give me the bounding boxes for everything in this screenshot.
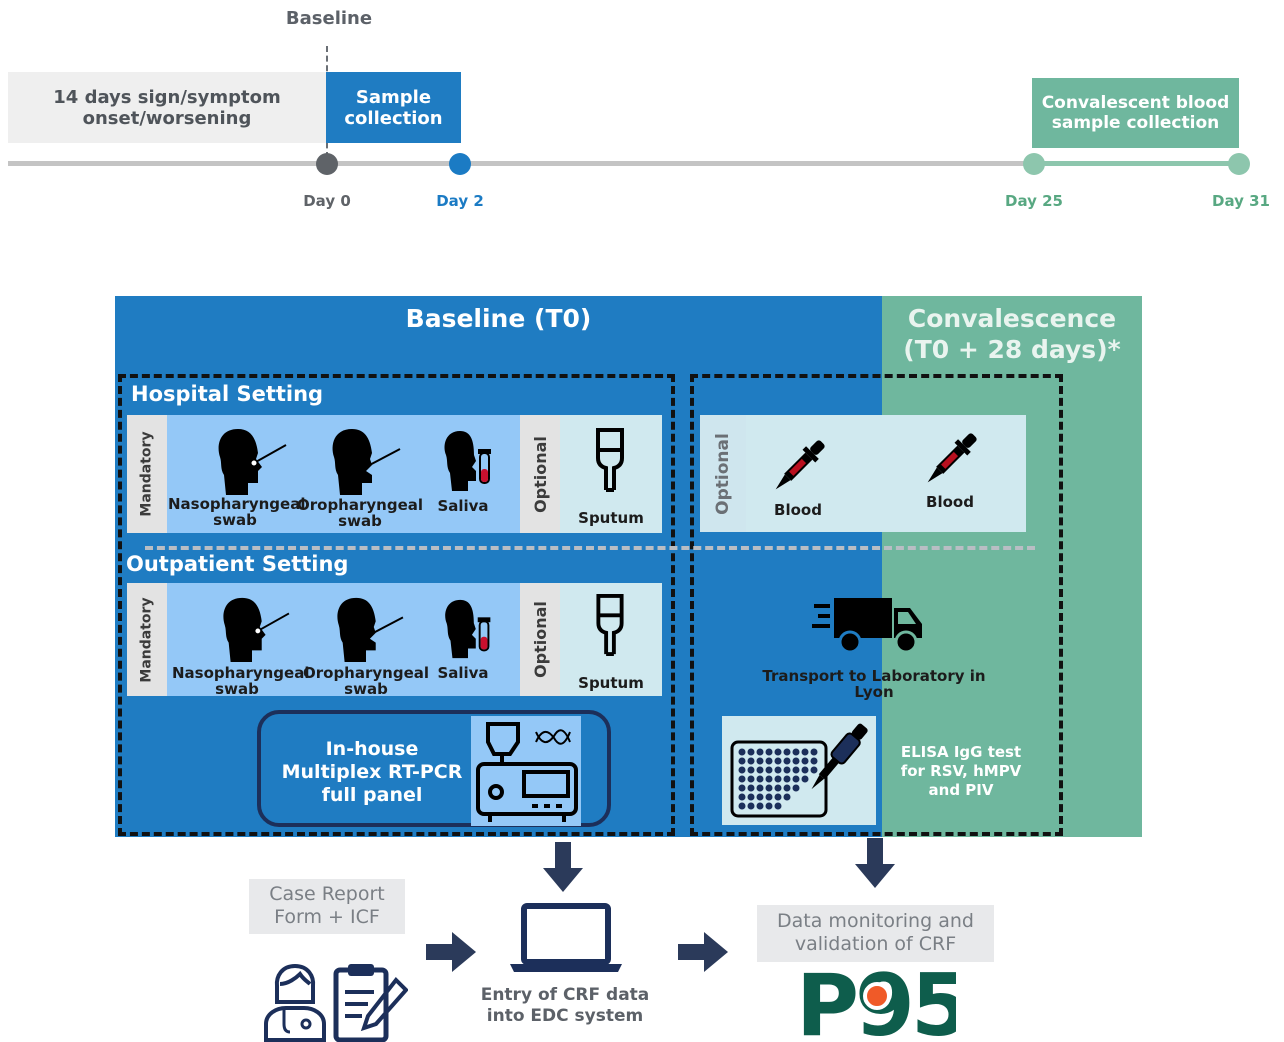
day31-label: Day 31 (1212, 192, 1270, 210)
convalescence-panel (882, 296, 1142, 837)
day0-dot (316, 153, 338, 175)
outpatient-sputum-label: Sputum (578, 674, 644, 692)
day31-dot (1228, 153, 1250, 175)
day2-dot (449, 153, 471, 175)
arrow-right-icon (426, 932, 476, 972)
outpatient-optional-box (560, 583, 662, 696)
elisa-label: ELISA IgG test for RSV, hMPV and PIV (900, 743, 1022, 799)
timeline-axis-green (1034, 161, 1240, 166)
convalescent-box: Convalescent blood sample collection (1032, 78, 1239, 148)
hospital-mandatory-tag: Mandatory (127, 415, 167, 533)
sample-collection-text: Sample collection (344, 86, 443, 129)
saliva-icon (445, 599, 491, 659)
arrow-right-icon (678, 932, 728, 972)
day25-label: Day 25 (1005, 192, 1063, 210)
hospital-oropharyngeal-label: Oropharyngeal swab (296, 496, 424, 530)
onset-text: 14 days sign/symptom onset/worsening (53, 86, 281, 129)
laptop-icon (510, 903, 622, 972)
setting-separator (145, 546, 1035, 550)
convalescence-title: Convalescence (T0 + 28 days)* (903, 304, 1121, 364)
oropharyngeal-swab-icon (337, 597, 404, 663)
hospital-sputum-label: Sputum (578, 509, 644, 527)
saliva-icon (444, 431, 491, 491)
day0-label: Day 0 (303, 192, 351, 210)
sputum-crutch-icon (596, 594, 624, 656)
blood-label-convalescence: Blood (926, 493, 974, 511)
arrow-down-icon (855, 838, 895, 888)
p95-logo: P95 (796, 962, 956, 1042)
data-monitoring-box: Data monitoring and validation of CRF (757, 905, 994, 962)
onset-box: 14 days sign/symptom onset/worsening (8, 72, 326, 143)
doctor-icon (264, 963, 326, 1042)
sputum-crutch-icon (596, 428, 624, 492)
nasopharyngeal-swab-icon (218, 429, 287, 495)
baseline-title: Baseline (T0) (405, 304, 592, 333)
nasopharyngeal-swab-icon (223, 597, 290, 663)
blood-dropper-icon (775, 440, 825, 490)
convalescent-text: Convalescent blood sample collection (1041, 93, 1230, 133)
outpatient-saliva-label: Saliva (437, 664, 489, 682)
transport-label: Transport to Laboratory in Lyon (762, 667, 986, 701)
outpatient-setting-title: Outpatient Setting (126, 552, 349, 576)
pcr-machine-icon (476, 722, 578, 822)
baseline-label: Baseline (285, 8, 373, 29)
sample-collection-box: Sample collection (326, 72, 461, 143)
outpatient-oropharyngeal-label: Oropharyngeal swab (302, 664, 430, 698)
outpatient-mandatory-tag: Mandatory (127, 583, 167, 696)
hospital-optional-tag: Optional (520, 415, 560, 533)
left-dashed-box (118, 374, 675, 836)
day25-dot (1023, 153, 1045, 175)
hospital-setting-title: Hospital Setting (131, 382, 324, 406)
p95-logo-dot (863, 982, 891, 1010)
case-report-form-box: Case Report Form + ICF (249, 879, 405, 934)
arrow-down-icon (543, 842, 583, 892)
entry-label: Entry of CRF data into EDC system (480, 985, 650, 1026)
oropharyngeal-swab-icon (332, 429, 401, 495)
truck-icon (812, 598, 922, 654)
hospital-nasopharyngeal-label: Nasopharyngeal swab (168, 495, 306, 529)
right-dashed-box (690, 374, 1063, 836)
pcr-label: In-house Multiplex RT-PCR full panel (281, 738, 463, 806)
hospital-saliva-label: Saliva (437, 497, 489, 515)
elisa-plate-icon (730, 723, 868, 818)
blood-label-baseline: Blood (774, 501, 822, 519)
blood-optional-tag: Optional (700, 415, 746, 532)
outpatient-optional-tag: Optional (520, 583, 560, 696)
hospital-optional-box (560, 415, 662, 533)
day2-label: Day 2 (436, 192, 484, 210)
blood-dropper-icon (927, 433, 977, 483)
timeline-axis (8, 161, 1242, 166)
clipboard-icon (333, 964, 408, 1042)
outpatient-nasopharyngeal-label: Nasopharyngeal swab (172, 664, 310, 698)
